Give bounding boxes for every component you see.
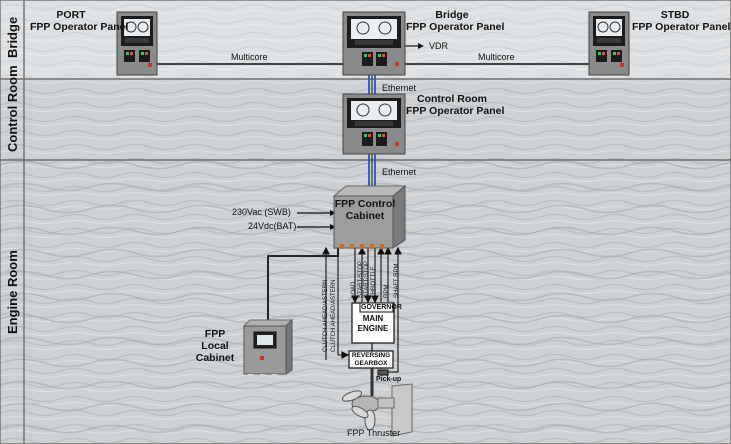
- local-cabinet-line3: Cabinet: [195, 352, 235, 364]
- panel-bridge-line2: FPP Operator Panel: [406, 21, 505, 33]
- vdr-label: VDR: [429, 41, 449, 51]
- panel-stbd-line1: STBD: [660, 9, 690, 21]
- pickup-label: Pick-up: [376, 376, 402, 383]
- panel-port-graphic: [116, 11, 158, 76]
- panel-stbd-graphic: [588, 11, 630, 76]
- panel-port-line2: FPP Operator Panel: [30, 21, 129, 33]
- multicore-right-label: Multicore: [478, 52, 515, 62]
- fpp-thruster: [342, 368, 413, 437]
- zone-title-engine-room: Engine Room: [5, 250, 20, 334]
- fpp-local-cabinet: [242, 318, 294, 377]
- control-cabinet-title: FPP Control Cabinet: [334, 198, 396, 222]
- signal-load: LOAD: [351, 281, 357, 298]
- gearbox-label: REVERSING GEARBOX: [349, 352, 393, 367]
- zone-title-control-room: Control Room: [5, 65, 20, 152]
- control-cabinet-line2: Cabinet: [345, 210, 385, 222]
- power-ac-label: 230Vac (SWB): [232, 207, 291, 217]
- panel-bridge-graphic: [342, 11, 406, 76]
- panel-control-room-title: Control Room FPP Operator Panel: [406, 93, 505, 117]
- fpp-control-cabinet: [332, 184, 407, 249]
- signal-lines: [322, 246, 402, 373]
- panel-stbd-line2: FPP Operator Panel: [632, 21, 731, 33]
- panel-bridge-title: Bridge FPP Operator Panel: [406, 9, 505, 33]
- power-dc-label: 24Vdc(BAT): [248, 221, 297, 231]
- signal-rpm: RPM: [384, 284, 390, 298]
- control-cabinet-line1: FPP Control: [334, 198, 396, 210]
- multicore-cables: [156, 43, 589, 65]
- thruster-label: FPP Thruster: [347, 428, 401, 438]
- signal-run-stop: START/STOP: [364, 260, 370, 298]
- panel-control-room-line1: Control Room: [417, 93, 487, 105]
- power-arrows: [297, 210, 336, 230]
- signal-clutch-feedback: CLUTCH AHEAD/ASTERN: [331, 279, 337, 352]
- panel-control-room-line2: FPP Operator Panel: [406, 105, 505, 117]
- main-engine-line2: ENGINE: [357, 324, 389, 333]
- gearbox-line2: GEARBOX: [354, 359, 388, 367]
- ethernet-label-1: Ethernet: [382, 83, 417, 93]
- panel-bridge-line1: Bridge: [435, 9, 469, 21]
- local-cabinet-title: FPP Local Cabinet: [190, 328, 240, 364]
- panel-port-title: PORT FPP Operator Panel: [30, 9, 129, 33]
- zone-title-bridge: Bridge: [5, 16, 20, 58]
- ethernet-cables: [368, 75, 376, 186]
- signal-throttle: THROTTLE: [371, 266, 377, 298]
- pickup-sensor: [377, 369, 389, 376]
- local-cabinet-line1: FPP: [204, 328, 226, 340]
- panel-port-line1: PORT: [56, 9, 86, 21]
- local-cabinet-line2: Local: [201, 340, 229, 352]
- main-engine-block: [351, 302, 395, 344]
- multicore-left-label: Multicore: [231, 52, 268, 62]
- signal-clutch-command: CLUTCH AHEAD/ASTERN: [323, 279, 329, 352]
- main-engine-line1: MAIN: [362, 314, 384, 323]
- main-engine-label: MAIN ENGINE: [352, 314, 394, 334]
- governor-label: GOVERNOR: [361, 304, 402, 311]
- signal-shaft-rpm: SHAFT RPM: [394, 263, 400, 298]
- panel-control-room-graphic: [342, 93, 406, 155]
- panel-stbd-title: STBD FPP Operator Panel: [632, 9, 731, 33]
- gearbox-line1: REVERSING: [351, 352, 391, 359]
- ethernet-label-2: Ethernet: [382, 167, 417, 177]
